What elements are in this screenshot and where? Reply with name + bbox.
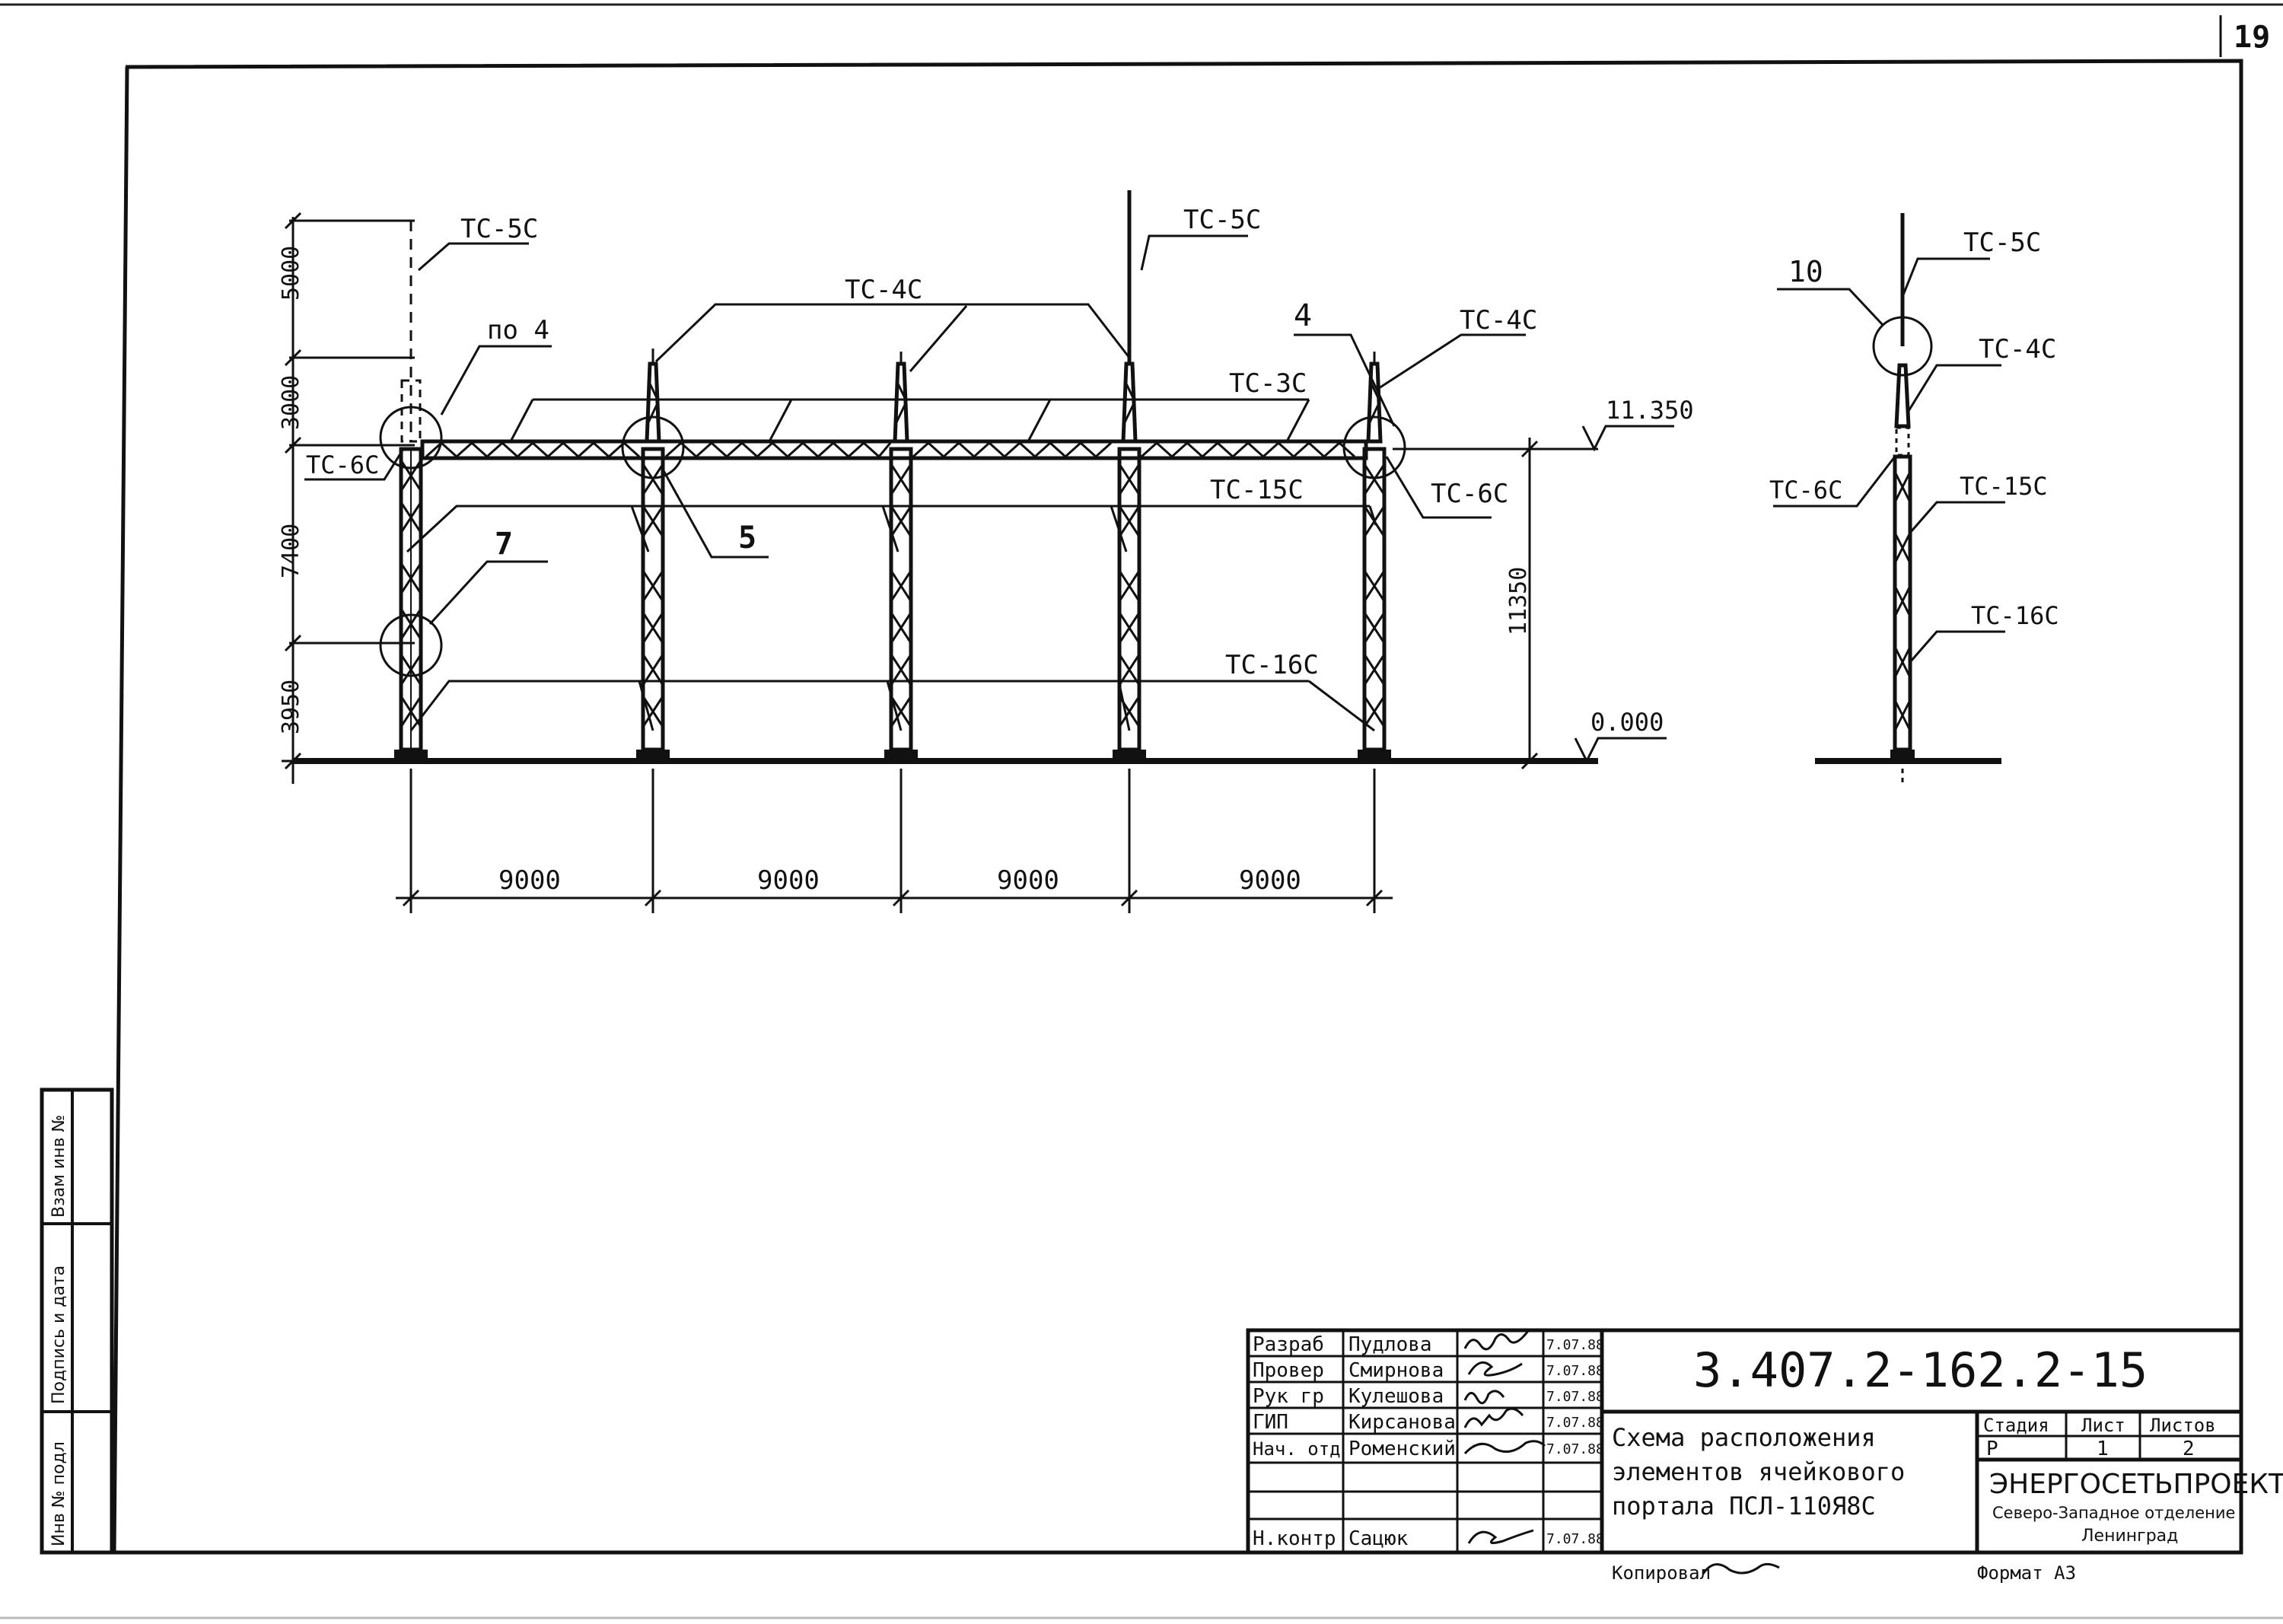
tb-role-4: Нач. отд — [1253, 1438, 1341, 1460]
crossbeam — [420, 439, 1368, 460]
tb-copied-label: Копировал — [1612, 1562, 1711, 1584]
side-elevation: ТС-5С 10 ТС-4С ТС-6С ТС-15С ТС-16С — [1769, 213, 2059, 784]
side-label-tc16c: ТС-16С — [1971, 601, 2059, 630]
side-label-tc5c: ТС-5С — [1963, 228, 2041, 258]
tb-designation: 3.407.2-162.2-15 — [1693, 1342, 2148, 1398]
copied-signature — [1702, 1562, 1780, 1575]
tb-title-line3: портала ПСЛ-110Я8С — [1612, 1492, 1876, 1521]
title-block: Разраб Пудлова 7.07.88 Провер Смирнова 7… — [1246, 1328, 2283, 1584]
callout-7: 7 — [495, 527, 513, 562]
side-field-replace-inv: Взам инв № — [49, 1115, 68, 1218]
tb-role-2: Рук гр — [1253, 1385, 1324, 1408]
signatures — [1463, 1330, 1546, 1545]
column-2 — [641, 349, 665, 752]
label-tc15c: ТС-15С — [1210, 475, 1304, 505]
dim-overall-height: 11350 — [1505, 567, 1532, 635]
span-dimensions: 9000 9000 9000 9000 — [396, 769, 1393, 913]
tb-sheets: 2 — [2183, 1438, 2195, 1460]
column-5 — [1362, 352, 1387, 752]
tb-name-1: Смирнова — [1348, 1359, 1444, 1382]
tb-date-2: 7.07.88 — [1546, 1389, 1604, 1405]
foundations — [394, 750, 1391, 762]
tb-name-0: Пудлова — [1348, 1333, 1432, 1356]
side-label-tc6c: ТС-6С — [1769, 476, 1842, 505]
detail-circle-po4 — [379, 406, 443, 470]
tb-sheets-label: Листов — [2150, 1415, 2216, 1436]
tb-sheet: 1 — [2097, 1438, 2109, 1460]
leader-lines — [304, 234, 1526, 732]
callout-4: 4 — [1294, 298, 1312, 333]
tb-org-city: Ленинград — [2081, 1527, 2178, 1546]
column-1 — [399, 221, 423, 753]
tb-title-line2: элементов ячейкового — [1612, 1457, 1905, 1486]
span-2: 9000 — [757, 865, 820, 896]
level-ground: 0.000 — [1590, 708, 1664, 737]
tb-stage-label: Стадия — [1983, 1415, 2049, 1436]
detail-circle-5 — [621, 416, 685, 479]
tb-role-0: Разраб — [1253, 1333, 1324, 1356]
tb-role-3: ГИП — [1253, 1411, 1288, 1434]
dim-v-7400: 7400 — [278, 524, 304, 578]
span-4: 9000 — [1239, 865, 1301, 896]
tb-date-3: 7.07.88 — [1546, 1415, 1604, 1431]
tb-stage: Р — [1986, 1438, 1998, 1460]
dim-v-3950: 3950 — [278, 680, 304, 734]
tb-org-branch: Северо-Западное отделение — [1992, 1504, 2235, 1522]
label-tc5c-left: ТС-5С — [460, 214, 538, 244]
callout-5: 5 — [738, 521, 756, 556]
tb-org-name: ЭНЕРГОСЕТЬПРОЕКТ — [1989, 1469, 2283, 1500]
side-field-signature-date: Подпись и дата — [49, 1266, 68, 1404]
portal-elevation: ТС-5С ТС-5С ТС-4С ТС-4С ТС-3С ТС-6С ТС-6… — [278, 190, 1694, 913]
tb-date-4: 7.07.88 — [1546, 1441, 1604, 1457]
sheet-number: 19 — [2234, 20, 2270, 55]
tb-date-1: 7.07.88 — [1546, 1363, 1604, 1379]
label-tc4c-right: ТС-4С — [1460, 305, 1537, 336]
tb-role-1: Провер — [1253, 1359, 1324, 1382]
tb-title-line1: Схема расположения — [1612, 1423, 1876, 1452]
label-tc6c-left: ТС-6С — [306, 451, 379, 479]
callout-po4: по 4 — [487, 315, 549, 345]
side-strip: Взам инв № Подпись и дата Инв № подл — [40, 1087, 114, 1555]
side-label-tc4c: ТС-4С — [1979, 334, 2056, 365]
level-top: 11.350 — [1606, 396, 1694, 425]
tb-format-label: Формат А3 — [1977, 1562, 2076, 1584]
vertical-dimensions: 5000 3000 7400 3950 — [278, 212, 415, 784]
column-4 — [1117, 190, 1142, 752]
label-tc4c-middle: ТС-4С — [845, 275, 922, 305]
detail-circle-7 — [379, 613, 443, 677]
signature-rows: Разраб Пудлова 7.07.88 Провер Смирнова 7… — [1253, 1333, 1604, 1550]
label-tc3c: ТС-3С — [1229, 368, 1307, 399]
tb-date-7: 7.07.88 — [1546, 1531, 1604, 1547]
overall-height-dimension: 11350 11.350 0.000 — [1393, 396, 1694, 770]
tb-name-3: Кирсанова — [1348, 1411, 1456, 1434]
side-callout-10: 10 — [1788, 255, 1823, 288]
label-tc5c-middle: ТС-5С — [1183, 205, 1261, 235]
tb-name-4: Роменский — [1348, 1438, 1456, 1460]
column-3 — [889, 352, 913, 752]
frame — [113, 59, 2243, 1555]
tb-sheet-label: Лист — [2081, 1415, 2125, 1436]
dim-v-5000: 5000 — [278, 246, 304, 301]
detail-circle-10 — [1872, 316, 1933, 377]
tb-role-7: Н.контр — [1253, 1527, 1336, 1550]
span-1: 9000 — [498, 865, 561, 896]
label-tc6c-right: ТС-6С — [1431, 479, 1508, 509]
span-3: 9000 — [997, 865, 1059, 896]
side-field-original-inv: Инв № подл — [49, 1441, 68, 1546]
dim-v-3000: 3000 — [278, 375, 304, 430]
tb-name-7: Сацюк — [1348, 1527, 1409, 1550]
label-tc16c: ТС-16С — [1225, 650, 1319, 680]
side-label-tc15c: ТС-15С — [1960, 472, 2048, 501]
detail-circle-4 — [1342, 416, 1406, 479]
tb-name-2: Кулешова — [1348, 1385, 1444, 1408]
tb-date-0: 7.07.88 — [1546, 1337, 1604, 1353]
